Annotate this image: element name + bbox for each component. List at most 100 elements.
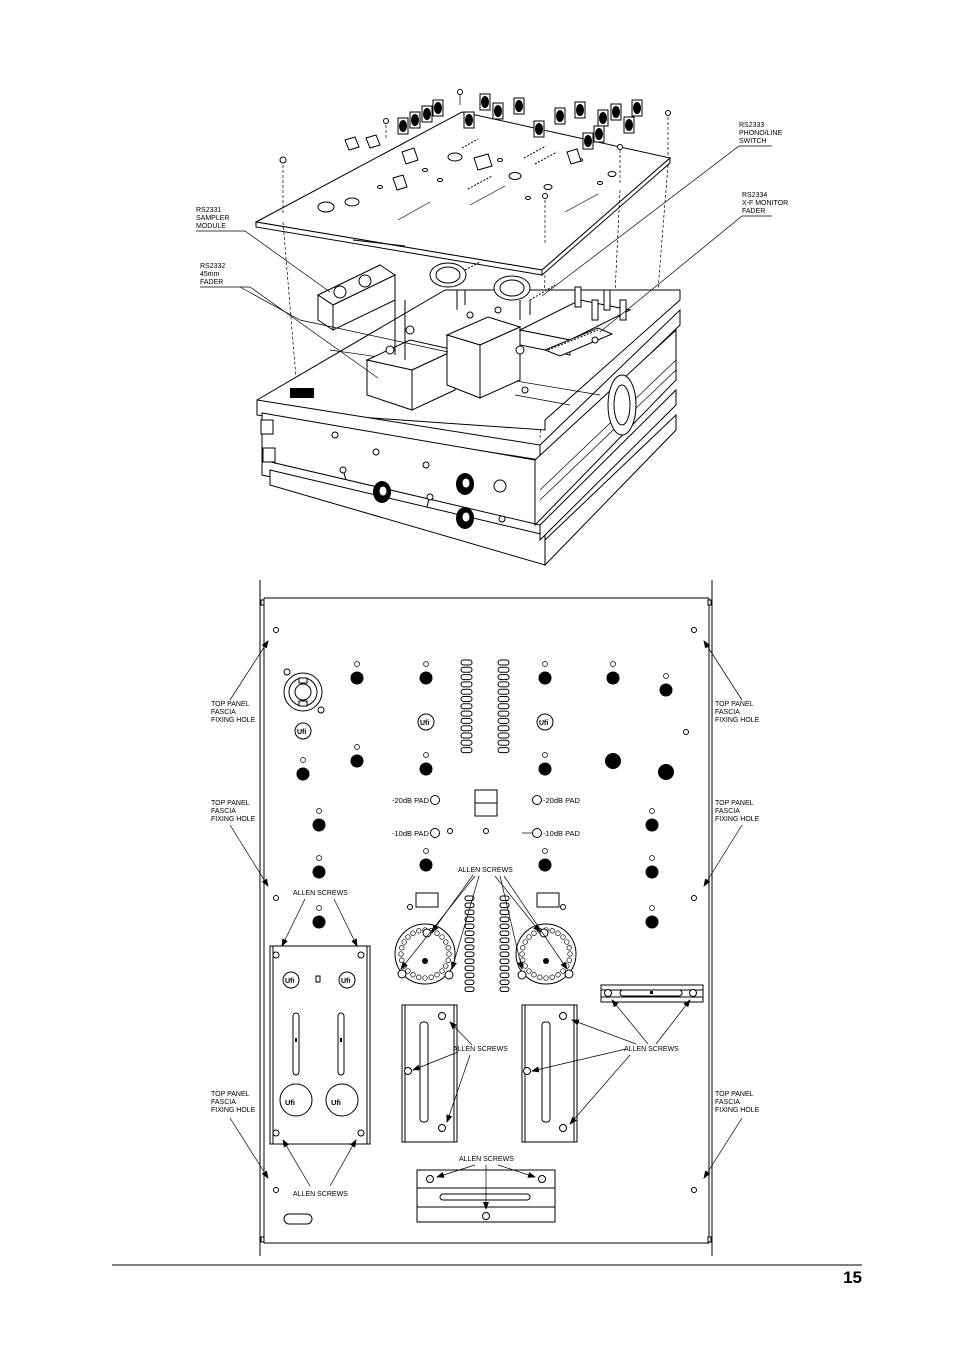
selector-dot	[555, 972, 561, 978]
knob	[533, 120, 545, 138]
knob	[597, 109, 609, 127]
selector-dot	[443, 963, 449, 969]
meter-slot	[497, 659, 510, 666]
selector-dot	[445, 945, 451, 951]
selector-dot	[445, 957, 451, 963]
label-line: X-F MONITOR	[742, 200, 788, 207]
selector-dot	[434, 972, 440, 978]
pad-10-left-label: -10dB PAD	[392, 829, 430, 838]
fader-caps	[344, 134, 582, 191]
centre-controls: -20dB PAD -20dB PAD -10dB PAD -10dB PAD	[392, 789, 581, 838]
fixing-hole	[691, 1187, 697, 1193]
meter-slot	[499, 895, 510, 901]
meter-slot	[460, 732, 473, 739]
knob	[554, 107, 566, 125]
allen-screws-label: ALLEN SCREWS	[624, 1046, 679, 1053]
meter-slot	[497, 681, 510, 688]
xf-monitor-plate	[600, 984, 704, 1003]
meter-slot	[497, 717, 510, 724]
meter-slot	[499, 986, 510, 992]
meter-ladder-left	[460, 659, 473, 754]
leader-arrows	[229, 640, 743, 1210]
pad-20-right-label: -20dB PAD	[543, 796, 581, 805]
meter-ladder-right	[497, 659, 510, 754]
pot	[606, 661, 620, 685]
logo-text: Ufi	[539, 720, 548, 727]
label-line: FADER	[742, 208, 765, 215]
meter-slot	[460, 674, 473, 681]
meter-slot	[497, 666, 510, 673]
svg-text:FASCIA: FASCIA	[715, 1099, 740, 1106]
logo-text: Ufi	[331, 1098, 341, 1107]
meter-slot	[499, 951, 510, 957]
meter-slot	[499, 937, 510, 943]
svg-text:FASCIA: FASCIA	[715, 808, 740, 815]
label-line: MODULE	[196, 223, 226, 230]
logos: Ufi Ufi Ufi	[294, 713, 554, 740]
pad-switch	[532, 795, 542, 805]
selector-dot	[537, 974, 543, 980]
logo-text: Ufi	[297, 729, 306, 736]
meter-slot	[464, 986, 475, 992]
knob	[492, 102, 504, 120]
selector-dot	[439, 934, 445, 940]
meter-slot	[460, 739, 473, 746]
selector-dot	[443, 939, 449, 945]
pot	[312, 905, 326, 929]
logo-text: Ufi	[285, 978, 294, 985]
sampler-plate: Ufi Ufi Ufi Ufi	[269, 945, 371, 1145]
selector-dot	[416, 928, 422, 934]
xf-monitor-fader	[543, 327, 614, 357]
meter-slot	[499, 909, 510, 915]
meter-slot	[499, 958, 510, 964]
pot	[645, 808, 659, 832]
knob	[574, 101, 586, 119]
svg-text:FIXING HOLE: FIXING HOLE	[715, 1107, 760, 1114]
meter-slot	[464, 979, 475, 985]
meter-slot	[460, 666, 473, 673]
fixing-hole	[273, 627, 279, 633]
svg-text:FASCIA: FASCIA	[211, 1099, 236, 1106]
logo-text: Ufi	[285, 1098, 295, 1107]
knob	[610, 103, 622, 121]
selector-dot	[549, 928, 555, 934]
svg-text:TOP PANEL: TOP PANEL	[211, 1091, 250, 1098]
xlr-combo-jack	[283, 668, 325, 714]
selector-dot	[428, 974, 434, 980]
svg-text:FIXING HOLE: FIXING HOLE	[211, 717, 256, 724]
knob	[623, 116, 635, 134]
front-knob	[456, 507, 474, 529]
meter-slot	[464, 937, 475, 943]
selector-dot	[522, 939, 528, 945]
svg-text:FIXING HOLE: FIXING HOLE	[715, 717, 760, 724]
meter-ladder-right-lower	[499, 895, 510, 992]
allen-screws-label: ALLEN SCREWS	[293, 890, 348, 897]
selector-dot	[401, 939, 407, 945]
knob	[631, 99, 643, 117]
label-line: SAMPLER	[196, 215, 229, 222]
label-xf: RS2334 X-F MONITOR FADER	[599, 192, 788, 333]
ufi-logo: Ufi	[294, 722, 312, 740]
ufi-logo: Ufi	[338, 971, 356, 989]
allen-screws-label: ALLEN SCREWS	[293, 1191, 348, 1198]
knob	[593, 125, 605, 143]
front-knob	[373, 481, 391, 503]
selector-dot	[399, 945, 405, 951]
meter-slot	[464, 902, 475, 908]
label-line: FADER	[200, 279, 223, 286]
selector-dot	[439, 968, 445, 974]
meter-slot	[460, 681, 473, 688]
selector-dot	[560, 934, 566, 940]
meter-slot	[464, 923, 475, 929]
sampler-module	[316, 264, 397, 331]
ufi-logo: Ufi	[282, 971, 300, 989]
fixing-hole	[273, 1187, 279, 1193]
front-knob	[456, 473, 474, 495]
selector-dot	[519, 951, 525, 957]
meter-slot	[464, 965, 475, 971]
fader-bracket-right	[521, 1004, 578, 1143]
selector-dot	[564, 939, 570, 945]
knob	[582, 132, 594, 150]
meter-ladder-left-lower	[464, 895, 475, 992]
